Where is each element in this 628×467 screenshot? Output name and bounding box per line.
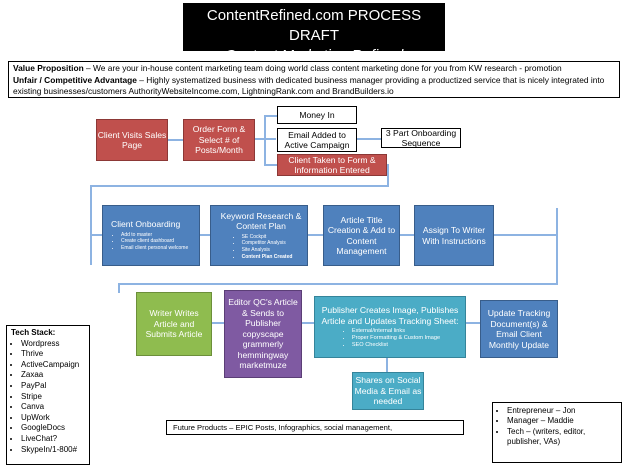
editor-tool: grammerly (242, 339, 284, 350)
connector (387, 164, 389, 186)
node-client-onboarding: Client Onboarding Add to master Create c… (102, 205, 200, 266)
people-box: Entrepreneur – Jon Manager – Maddie Tech… (492, 402, 622, 463)
node-editor-qc: Editor QC's Article & Sends to Publisher… (224, 290, 302, 378)
tech-item: LiveChat? (21, 434, 85, 445)
future-products-box: Future Products – EPIC Posts, Infographi… (166, 420, 464, 435)
node-order-form-label: Order Form & Select # of Posts/Month (192, 124, 246, 156)
tech-item: Wordpress (21, 339, 85, 350)
node-keyword-research-title: Keyword Research & Content Plan (220, 210, 302, 232)
person-item: Entrepreneur – Jon (507, 406, 617, 416)
connector (264, 164, 277, 166)
node-shares-label: Shares on Social Media & Email as needed (354, 375, 422, 407)
node-update-tracking-label: Update Tracking Document(s) & Email Clie… (487, 308, 551, 350)
editor-tool: hemmingway (237, 349, 289, 360)
connector (494, 234, 557, 236)
advantage-label: Unfair / Competitive Advantage (13, 74, 137, 85)
keyword-step: Competitor Analysis (242, 240, 293, 247)
node-article-title: Article Title Creation & Add to Content … (323, 205, 400, 266)
tech-item: GoogleDocs (21, 423, 85, 434)
node-client-taken-label: Client Taken to Form & Information Enter… (288, 154, 376, 176)
node-writer-writes: Writer Writes Article and Submits Articl… (136, 292, 212, 356)
node-onboarding-sequence-label: 3 Part Onboarding Sequence (385, 127, 457, 149)
node-email-added: Email Added to Active Campaign (277, 128, 357, 152)
node-onboarding-sequence: 3 Part Onboarding Sequence (381, 128, 461, 148)
tech-item: UpWork (21, 413, 85, 424)
tech-stack-box: Tech Stack: Wordpress Thrive ActiveCampa… (6, 325, 90, 465)
node-publisher-title: Publisher Creates Image, Publishes Artic… (321, 305, 459, 326)
tech-item: Canva (21, 402, 85, 413)
editor-tool: copyscape (242, 328, 284, 339)
publisher-step: Proper Formatting & Custom Image (352, 335, 440, 342)
page-title: ContentRefined.com PROCESS DRAFT Content… (183, 3, 445, 64)
node-email-added-label: Email Added to Active Campaign (284, 129, 350, 151)
onboarding-step: Create client dashboard (121, 238, 188, 245)
node-shares: Shares on Social Media & Email as needed (352, 372, 424, 410)
node-money-in: Money In (277, 106, 357, 124)
tech-item: PayPal (21, 381, 85, 392)
node-order-form: Order Form & Select # of Posts/Month (183, 119, 255, 161)
node-client-taken: Client Taken to Form & Information Enter… (277, 154, 387, 176)
tech-item: Stripe (21, 392, 85, 403)
onboarding-step: Email client personal welcome (121, 245, 188, 252)
node-keyword-research: Keyword Research & Content Plan SE Cockp… (210, 205, 308, 266)
node-client-visits-label: Client Visits Sales Page (97, 129, 167, 151)
title-line1: ContentRefined.com PROCESS DRAFT (206, 7, 422, 44)
node-money-in-label: Money In (299, 109, 335, 120)
tech-item: Zaxaa (21, 370, 85, 381)
onboarding-step: Add to master (121, 232, 188, 239)
node-client-visits: Client Visits Sales Page (96, 119, 168, 161)
keyword-step: Site Analysis (242, 247, 293, 254)
tech-item: SkypeIn/1-800# (21, 445, 85, 456)
tech-item: ActiveCampaign (21, 360, 85, 371)
node-assign-writer: Assign To Writer With Instructions (414, 205, 494, 266)
node-update-tracking: Update Tracking Document(s) & Email Clie… (480, 300, 558, 358)
tech-stack-title: Tech Stack: (11, 328, 56, 337)
connector (212, 322, 224, 324)
node-publisher: Publisher Creates Image, Publishes Artic… (314, 296, 466, 358)
tech-item: Thrive (21, 349, 85, 360)
connector (90, 185, 389, 187)
publisher-step: SEO Checklist (352, 342, 440, 349)
connector (302, 322, 314, 324)
value-proposition-box: Value Proposition – We are your in-house… (8, 61, 620, 98)
connector (386, 358, 388, 372)
connector (264, 115, 266, 165)
editor-tool: marketmuze (239, 360, 287, 371)
node-article-title-label: Article Title Creation & Add to Content … (327, 214, 396, 257)
future-products-text: Future Products – EPIC Posts, Infographi… (173, 423, 393, 432)
connector (168, 139, 184, 141)
connector (264, 115, 277, 117)
connector (356, 138, 381, 140)
keyword-step: SE Cockpit (242, 234, 293, 241)
connector (200, 234, 210, 236)
title-line2: Content Marketing Refined (224, 47, 404, 64)
publisher-step: External/internal links (352, 328, 440, 335)
value-prop-text: – We are your in-house content marketing… (83, 63, 562, 73)
person-item: Manager – Maddie (507, 416, 617, 426)
node-writer-writes-label: Writer Writes Article and Submits Articl… (145, 308, 203, 340)
advantage-text: – Highly systematized business with dedi… (13, 74, 605, 97)
connector (118, 283, 558, 285)
keyword-step: Content Plan Created (242, 254, 293, 261)
person-item: Tech – (writers, editor, publisher, VAs) (507, 427, 617, 448)
node-editor-qc-title: Editor QC's Article & Sends to Publisher (228, 297, 298, 329)
connector (400, 234, 414, 236)
connector (90, 234, 102, 236)
connector (308, 234, 323, 236)
connector (556, 208, 558, 284)
node-client-onboarding-title: Client Onboarding (111, 219, 181, 230)
connector (466, 322, 480, 324)
node-assign-writer-label: Assign To Writer With Instructions (422, 225, 486, 246)
value-prop-label: Value Proposition (13, 63, 84, 73)
connector (118, 283, 120, 293)
connector (90, 185, 92, 265)
